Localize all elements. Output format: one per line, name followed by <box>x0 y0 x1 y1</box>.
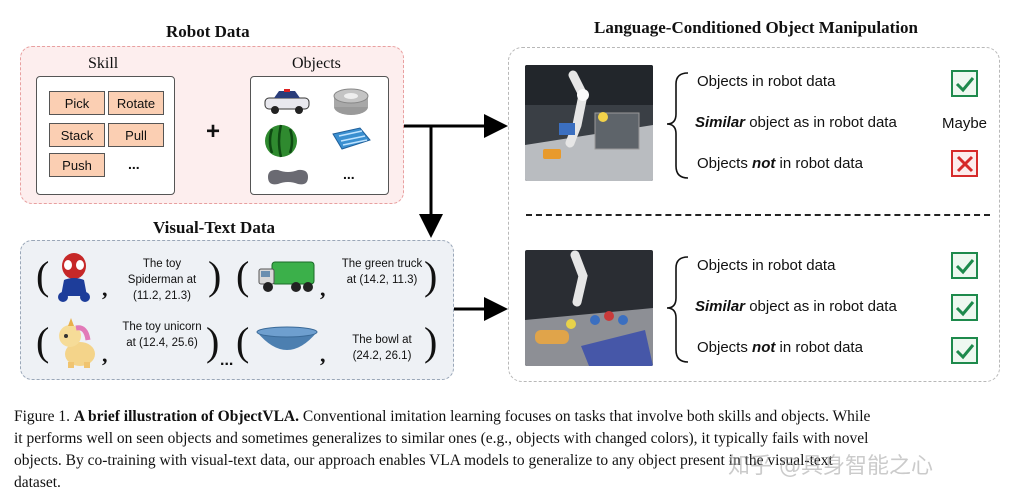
maybe-label: Maybe <box>942 115 988 132</box>
robot-scene-1-photo <box>525 65 653 181</box>
pairs-more-ellipsis: ... <box>220 352 234 369</box>
figure-bold-title: A brief illustration of ObjectVLA. <box>73 408 300 425</box>
caption-line-3: objects. By co-training with visual-text… <box>14 452 833 469</box>
comma: , <box>320 276 326 301</box>
spiderman-toy-icon <box>58 253 90 302</box>
watermark: 知乎 @具身智能之心 <box>728 454 933 479</box>
skill-stack: Stack <box>49 123 105 147</box>
robot-scene-2-photo <box>525 250 653 366</box>
comma: , <box>102 342 108 367</box>
objects-heading: Objects <box>292 55 341 72</box>
open-paren: ( <box>236 253 250 298</box>
caption-unicorn: The toy unicorn at (12.4, 25.6) <box>122 321 202 349</box>
plus-sign: + <box>206 118 221 145</box>
close-paren: ) <box>208 253 222 298</box>
toy-police-car-icon <box>264 89 310 114</box>
skill-heading: Skill <box>88 55 119 72</box>
manipulation-title: Language-Conditioned Object Manipulation <box>594 18 918 37</box>
skill-pick: Pick <box>49 91 105 115</box>
objects-more-ellipsis: ... <box>343 166 355 182</box>
blue-bowl-icon <box>256 326 318 350</box>
bracket-group-1 <box>666 72 689 179</box>
caption-line-4: dataset. <box>14 474 61 491</box>
g2-item-not-in-robot-data: Objects not in robot data <box>697 339 863 356</box>
check-icon <box>951 252 978 279</box>
g1-item-similar: Similar object as in robot data <box>695 114 897 131</box>
open-paren: ( <box>36 253 50 298</box>
skills-more-ellipsis: ... <box>128 156 140 172</box>
watermelon-icon <box>265 124 297 158</box>
caption-spiderman: The toy Spiderman at (11.2, 21.3) <box>127 258 197 302</box>
skill-pull: Pull <box>108 123 164 147</box>
caption-bowl: The bowl at (24.2, 26.1) <box>352 334 412 362</box>
close-paren: ) <box>206 319 220 364</box>
unicorn-toy-icon <box>59 318 95 368</box>
g1-item-not-in-robot-data: Objects not in robot data <box>697 155 863 172</box>
green-truck-icon <box>258 261 315 292</box>
visual-text-title: Visual-Text Data <box>153 218 275 237</box>
open-paren: ( <box>236 319 250 364</box>
close-paren: ) <box>424 253 438 298</box>
check-icon <box>951 337 978 364</box>
skill-rotate: Rotate <box>108 91 164 115</box>
g2-item-similar: Similar object as in robot data <box>695 298 897 315</box>
figure-label: Figure 1. <box>14 408 70 425</box>
open-paren: ( <box>36 319 50 364</box>
tape-roll-icon <box>333 88 369 115</box>
bracket-group-2 <box>666 256 689 363</box>
caption-line-2: it performs well on seen objects and som… <box>14 430 869 447</box>
robot-data-title: Robot Data <box>166 22 250 41</box>
g1-item-in-robot-data: Objects in robot data <box>697 73 836 90</box>
sponge-icon <box>268 169 308 185</box>
close-paren: ) <box>424 319 438 364</box>
g2-item-in-robot-data: Objects in robot data <box>697 257 836 274</box>
blue-towel-icon <box>332 127 371 150</box>
caption-green-truck: The green truck at (14.2, 11.3) <box>341 258 423 286</box>
comma: , <box>102 276 108 301</box>
skill-push: Push <box>49 153 105 177</box>
cross-icon <box>951 150 978 177</box>
comma: , <box>320 342 326 367</box>
figure-caption: Figure 1. A brief illustration of Object… <box>14 406 1010 494</box>
check-icon <box>951 70 978 97</box>
check-icon <box>951 294 978 321</box>
group-divider <box>526 214 990 216</box>
